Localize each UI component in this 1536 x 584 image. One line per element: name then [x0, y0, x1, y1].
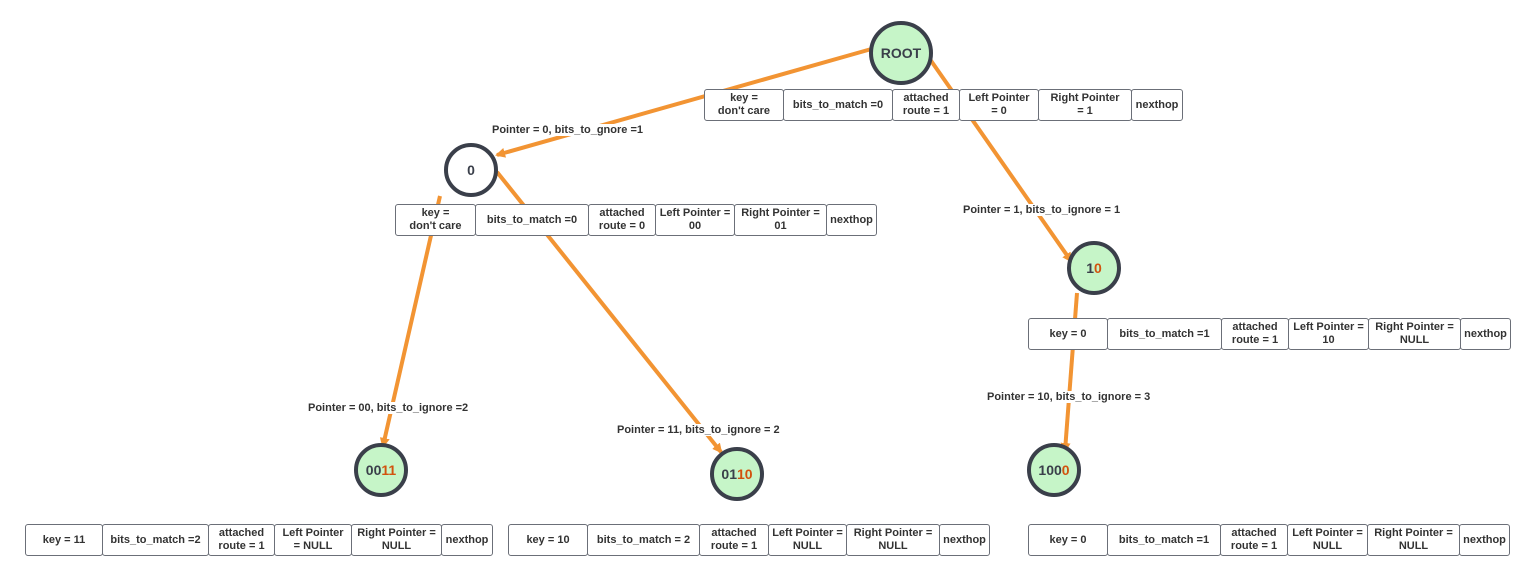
- edge-root-to-10: [925, 53, 1073, 263]
- field-nexthop: nexthop: [1131, 89, 1183, 121]
- field-right-pointer: Right Pointer = NULL: [846, 524, 940, 556]
- edge-label-root-to-0: Pointer = 0, bits_to_gnore =1: [492, 124, 643, 136]
- field-nexthop: nexthop: [1459, 524, 1510, 556]
- field-attached-route: attached route = 1: [208, 524, 275, 556]
- field-left-pointer: Left Pointer = NULL: [1287, 524, 1368, 556]
- field-key: key = 0: [1028, 524, 1108, 556]
- node-0011-prefix: 00: [365, 462, 382, 478]
- field-nexthop: nexthop: [1460, 318, 1511, 350]
- field-bits-to-match: bits_to_match =1: [1107, 318, 1222, 350]
- node-10-suffix: 0: [1094, 260, 1102, 276]
- edge-label-0-to-0011: Pointer = 00, bits_to_ignore =2: [308, 402, 469, 414]
- edge-label-0-to-0110: Pointer = 11, bits_to_ignore = 2: [617, 424, 780, 436]
- field-attached-route: attached route = 1: [1220, 524, 1288, 556]
- field-left-pointer: Left Pointer = NULL: [274, 524, 352, 556]
- field-left-pointer: Left Pointer = 10: [1288, 318, 1369, 350]
- node-1000-suffix: 0: [1061, 462, 1070, 478]
- node-root-prefix: ROOT: [880, 45, 922, 61]
- field-right-pointer: Right Pointer = 01: [734, 204, 827, 236]
- node-0-prefix: 0: [467, 162, 475, 178]
- field-left-pointer: Left Pointer = NULL: [768, 524, 847, 556]
- field-key: key = 10: [508, 524, 588, 556]
- table-10: key = 0 bits_to_match =1 attached route …: [1028, 318, 1511, 350]
- field-bits-to-match: bits_to_match =1: [1107, 524, 1221, 556]
- node-0110-prefix: 01: [721, 466, 737, 482]
- field-attached-route: attached route = 1: [699, 524, 769, 556]
- edge-label-root-to-10: Pointer = 1, bits_to_ignore = 1: [963, 204, 1121, 216]
- node-0011-suffix: 11: [381, 462, 397, 478]
- node-0110-suffix: 10: [737, 466, 753, 482]
- field-attached-route: attached route = 1: [892, 89, 960, 121]
- field-attached-route: attached route = 1: [1221, 318, 1289, 350]
- field-bits-to-match: bits_to_match =2: [102, 524, 209, 556]
- field-key: key = don't care: [395, 204, 476, 236]
- table-0110: key = 10 bits_to_match = 2 attached rout…: [508, 524, 990, 556]
- field-key: key = don't care: [704, 89, 784, 121]
- field-right-pointer: Right Pointer = NULL: [351, 524, 442, 556]
- edge-10-to-1000: [1060, 292, 1079, 453]
- node-root: ROOT: [869, 21, 933, 85]
- field-bits-to-match: bits_to_match =0: [783, 89, 893, 121]
- table-0011: key = 11 bits_to_match =2 attached route…: [25, 524, 493, 556]
- field-key: key = 0: [1028, 318, 1108, 350]
- field-right-pointer: Right Pointer = NULL: [1368, 318, 1461, 350]
- field-nexthop: nexthop: [441, 524, 493, 556]
- field-right-pointer: Right Pointer = 1: [1038, 89, 1132, 121]
- field-nexthop: nexthop: [826, 204, 877, 236]
- field-right-pointer: Right Pointer = NULL: [1367, 524, 1460, 556]
- edge-root-to-0: [495, 46, 876, 158]
- node-0: 0: [444, 143, 498, 197]
- field-attached-route: attached route = 0: [588, 204, 656, 236]
- field-left-pointer: Left Pointer = 00: [655, 204, 735, 236]
- table-root: key = don't care bits_to_match =0 attach…: [704, 89, 1183, 121]
- edge-label-10-to-1000: Pointer = 10, bits_to_ignore = 3: [987, 391, 1151, 403]
- table-0: key = don't care bits_to_match =0 attach…: [395, 204, 877, 236]
- field-key: key = 11: [25, 524, 103, 556]
- node-1000-prefix: 100: [1038, 462, 1062, 478]
- table-1000: key = 0 bits_to_match =1 attached route …: [1028, 524, 1510, 556]
- node-10-prefix: 1: [1086, 260, 1094, 276]
- field-bits-to-match: bits_to_match = 2: [587, 524, 700, 556]
- field-left-pointer: Left Pointer = 0: [959, 89, 1039, 121]
- field-nexthop: nexthop: [939, 524, 990, 556]
- field-bits-to-match: bits_to_match =0: [475, 204, 589, 236]
